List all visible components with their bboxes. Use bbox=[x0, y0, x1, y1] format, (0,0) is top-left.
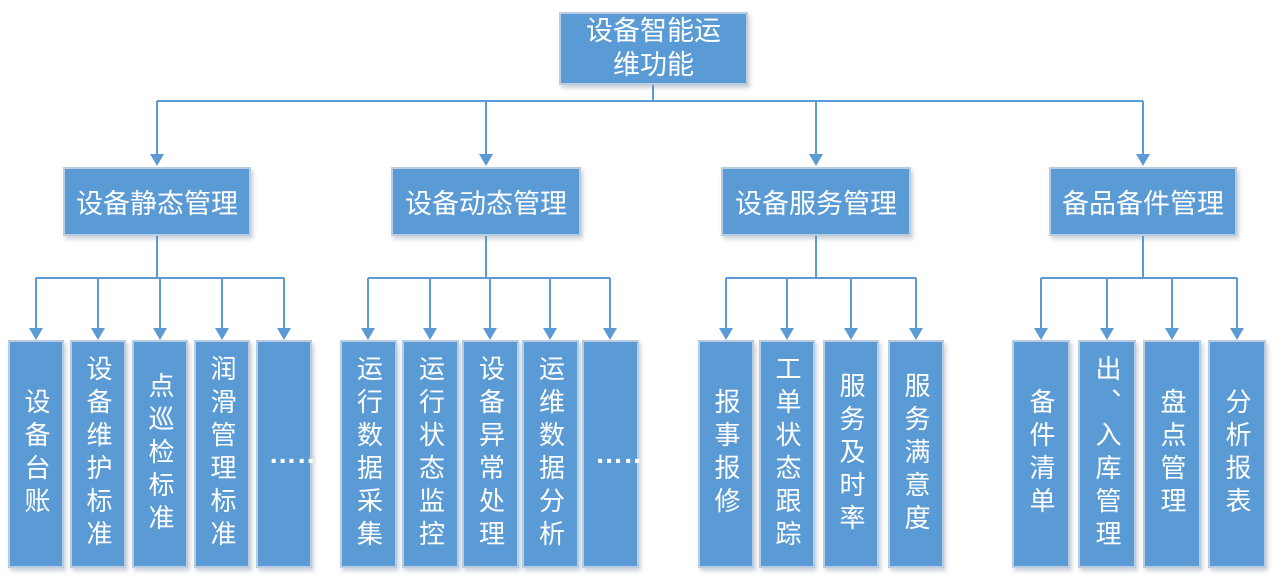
leaf-node: 工单状态跟踪 bbox=[759, 340, 815, 568]
leaf-node-label: 出、入库管理 bbox=[1092, 355, 1122, 553]
leaf-node-label: 点巡检标准 bbox=[145, 371, 175, 537]
leaf-node-label: 运行数据采集 bbox=[353, 355, 384, 553]
leaf-node: 服务及时率 bbox=[823, 340, 879, 568]
leaf-node: 出、入库管理 bbox=[1078, 340, 1136, 568]
branch-node-service-management: 设备服务管理 bbox=[721, 167, 911, 236]
branch-node-label: 设备动态管理 bbox=[405, 189, 567, 219]
branch-node-label: 设备服务管理 bbox=[735, 189, 897, 219]
leaf-node: 报事报修 bbox=[698, 340, 754, 568]
leaf-node-ellipsis: …… bbox=[256, 340, 325, 568]
leaf-node-label: 润滑管理标准 bbox=[207, 355, 237, 553]
leaf-node: 盘点管理 bbox=[1143, 340, 1201, 568]
root-node: 设备智能运维功能 bbox=[559, 12, 748, 85]
leaf-node-label: 设备异常处理 bbox=[475, 355, 506, 553]
leaf-node-label: 工单状态跟踪 bbox=[772, 355, 802, 553]
root-node-label: 设备智能运维功能 bbox=[586, 15, 721, 80]
leaf-node-ellipsis: …… bbox=[582, 340, 652, 568]
leaf-node: 点巡检标准 bbox=[132, 340, 188, 568]
leaf-node-label: 分析报表 bbox=[1222, 388, 1252, 520]
leaf-node: 运维数据分析 bbox=[522, 340, 579, 568]
leaf-node: 设备台账 bbox=[8, 340, 64, 568]
leaf-node: 润滑管理标准 bbox=[194, 340, 250, 568]
leaf-node-label: 运行状态监控 bbox=[415, 355, 446, 553]
leaf-node: 运行状态监控 bbox=[402, 340, 459, 568]
leaf-node: 分析报表 bbox=[1208, 340, 1266, 568]
branch-node-dynamic-management: 设备动态管理 bbox=[391, 167, 581, 236]
branch-node-spare-parts-management: 备品备件管理 bbox=[1049, 167, 1237, 236]
leaf-node-label: 盘点管理 bbox=[1157, 388, 1187, 520]
leaf-node: 服务满意度 bbox=[888, 340, 944, 568]
leaf-node-label: …… bbox=[595, 437, 652, 469]
branch-node-static-management: 设备静态管理 bbox=[63, 167, 251, 236]
leaf-node: 设备维护标准 bbox=[70, 340, 126, 568]
leaf-node: 运行数据采集 bbox=[340, 340, 397, 568]
leaf-node-label: 备件清单 bbox=[1026, 388, 1056, 520]
leaf-node: 备件清单 bbox=[1012, 340, 1070, 568]
leaf-node-label: 服务满意度 bbox=[901, 371, 931, 537]
branch-node-label: 备品备件管理 bbox=[1062, 189, 1224, 219]
leaf-node-label: 设备维护标准 bbox=[83, 355, 113, 553]
leaf-node: 设备异常处理 bbox=[462, 340, 519, 568]
leaf-node-label: 服务及时率 bbox=[836, 371, 866, 537]
leaf-node-label: 运维数据分析 bbox=[535, 355, 566, 553]
leaf-node-label: 报事报修 bbox=[711, 388, 741, 520]
leaf-node-label: …… bbox=[268, 437, 325, 469]
branch-node-label: 设备静态管理 bbox=[76, 189, 238, 219]
leaf-node-label: 设备台账 bbox=[21, 388, 51, 520]
